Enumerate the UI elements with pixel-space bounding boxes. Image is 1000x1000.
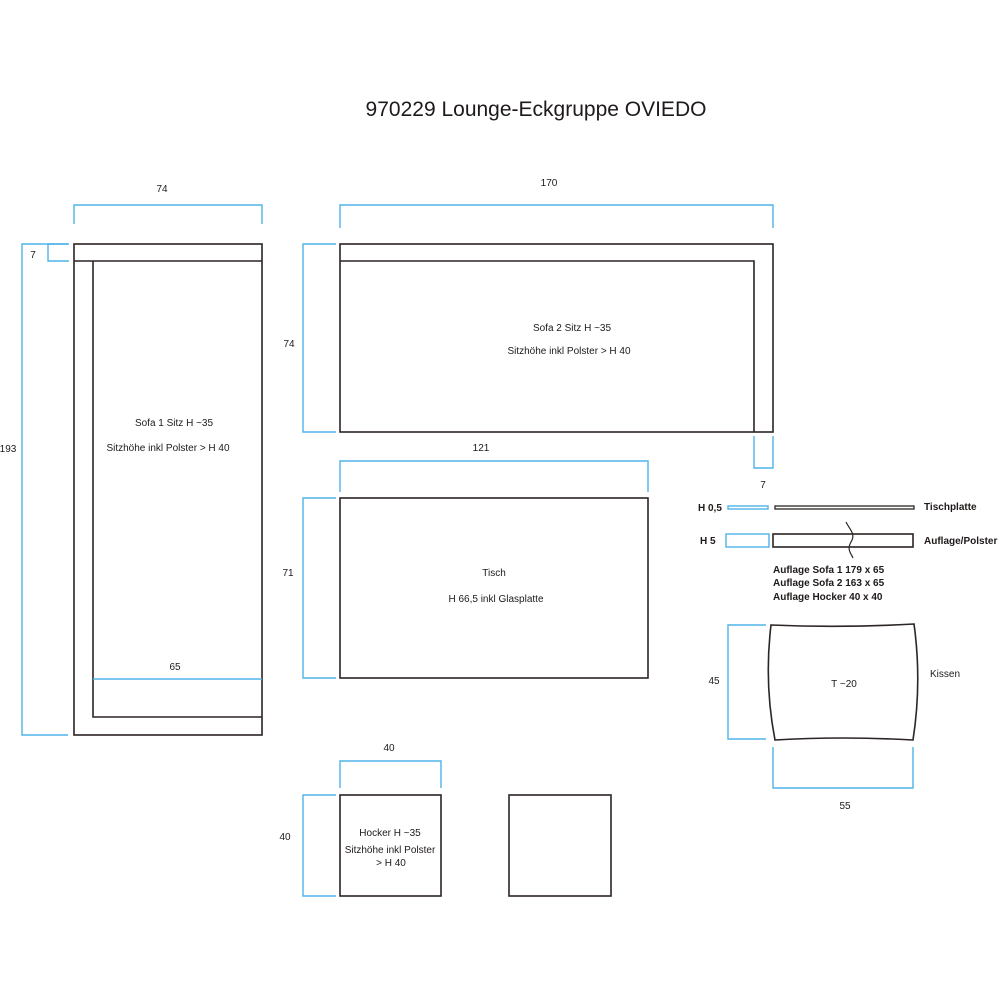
- sofa-2-label-line-2: Sitzhöhe inkl Polster > H 40: [507, 346, 631, 357]
- sofa-2-label-line-1: Sofa 2 Sitz H ~35: [533, 323, 612, 334]
- layers-group: H 0,5 Tischplatte H 5 Auflage/Polster Au…: [698, 502, 997, 603]
- pad-break-line: [845, 521, 854, 559]
- stool-depth-dimension: [302, 794, 336, 897]
- stool-outline: [339, 794, 442, 897]
- pad-label: Auflage/Polster: [924, 536, 997, 547]
- sofa-1-inner-outline: [74, 260, 262, 718]
- sofa-1-length-dimension: [21, 243, 68, 736]
- sofa-2-arm-dimension: [753, 436, 774, 469]
- cushion-outline: [767, 623, 919, 741]
- sofa-2-depth-dimension: [302, 243, 336, 433]
- stool-depth-value: 40: [279, 832, 291, 843]
- stool-second-outline: [508, 794, 612, 897]
- table-top-section: [774, 505, 915, 510]
- pad-note-sofa-2: Auflage Sofa 2 163 x 65: [773, 578, 885, 589]
- sofa-1-back-value: 7: [30, 250, 36, 261]
- sofa-2-group: 170 74 7 Sofa 2 Sitz H ~35 Sitzhöhe inkl…: [283, 178, 774, 491]
- sofa-1-width-value: 74: [156, 184, 168, 195]
- stool-group: 40 40 Hocker H ~35 Sitzhöhe inkl Polster…: [279, 743, 612, 897]
- pad-height-marker: [725, 533, 770, 548]
- stool-width-dimension: [339, 760, 442, 788]
- table-group: 121 71 Tisch H 66,5 inkl Glasplatte: [282, 443, 649, 679]
- table-depth-value: 71: [282, 568, 294, 579]
- sofa-1-seat-width-value: 65: [169, 662, 181, 673]
- pad-height-value: H 5: [700, 536, 716, 547]
- cushion-group: Kissen 45 55 T ~20: [708, 623, 960, 812]
- cushion-width-value: 55: [839, 801, 851, 812]
- stool-label-line-2: Sitzhöhe inkl Polster: [345, 845, 436, 856]
- sofa-1-width-dimension: [73, 204, 263, 224]
- table-width-dimension: [339, 460, 649, 492]
- sofa-2-inner-outline: [340, 260, 755, 432]
- sofa-1-group: 74 7 193 65 Sofa 1 Sitz H ~35 Sitzhöhe i…: [0, 184, 263, 736]
- sofa-1-label-line-1: Sofa 1 Sitz H ~35: [135, 418, 214, 429]
- table-width-value: 121: [473, 443, 490, 454]
- page-title: 970229 Lounge-Eckgruppe OVIEDO: [366, 98, 707, 121]
- pad-section: [772, 533, 914, 548]
- cushion-height-value: 45: [708, 676, 720, 687]
- table-top-height-marker: [727, 505, 769, 510]
- stool-width-value: 40: [383, 743, 395, 754]
- sofa-1-outline: [73, 243, 263, 736]
- sofa-2-arm-value: 7: [760, 480, 766, 491]
- sofa-1-label-line-2: Sitzhöhe inkl Polster > H 40: [106, 443, 230, 454]
- cushion-thickness-value: T ~20: [831, 679, 857, 690]
- sofa-1-back-dimension: [47, 243, 69, 262]
- sofa-2-outline: [339, 243, 774, 433]
- table-depth-dimension: [302, 497, 336, 679]
- table-label-line-1: Tisch: [482, 568, 506, 579]
- sofa-2-width-dimension: [339, 204, 774, 228]
- cushion-label: Kissen: [930, 669, 960, 680]
- stool-label-line-1: Hocker H ~35: [359, 828, 421, 839]
- sofa-2-width-value: 170: [541, 178, 558, 189]
- table-top-height-value: H 0,5: [698, 503, 722, 514]
- table-label-line-2: H 66,5 inkl Glasplatte: [448, 594, 543, 605]
- table-top-label: Tischplatte: [924, 502, 977, 513]
- cushion-width-dimension: [772, 747, 914, 789]
- sofa-2-depth-value: 74: [283, 339, 295, 350]
- sofa-1-length-value: 193: [0, 444, 17, 455]
- cushion-height-dimension: [727, 624, 766, 740]
- stool-label-line-3: > H 40: [376, 858, 406, 869]
- pad-note-stool: Auflage Hocker 40 x 40: [773, 592, 883, 603]
- table-outline: [339, 497, 649, 679]
- pad-note-sofa-1: Auflage Sofa 1 179 x 65: [773, 565, 885, 576]
